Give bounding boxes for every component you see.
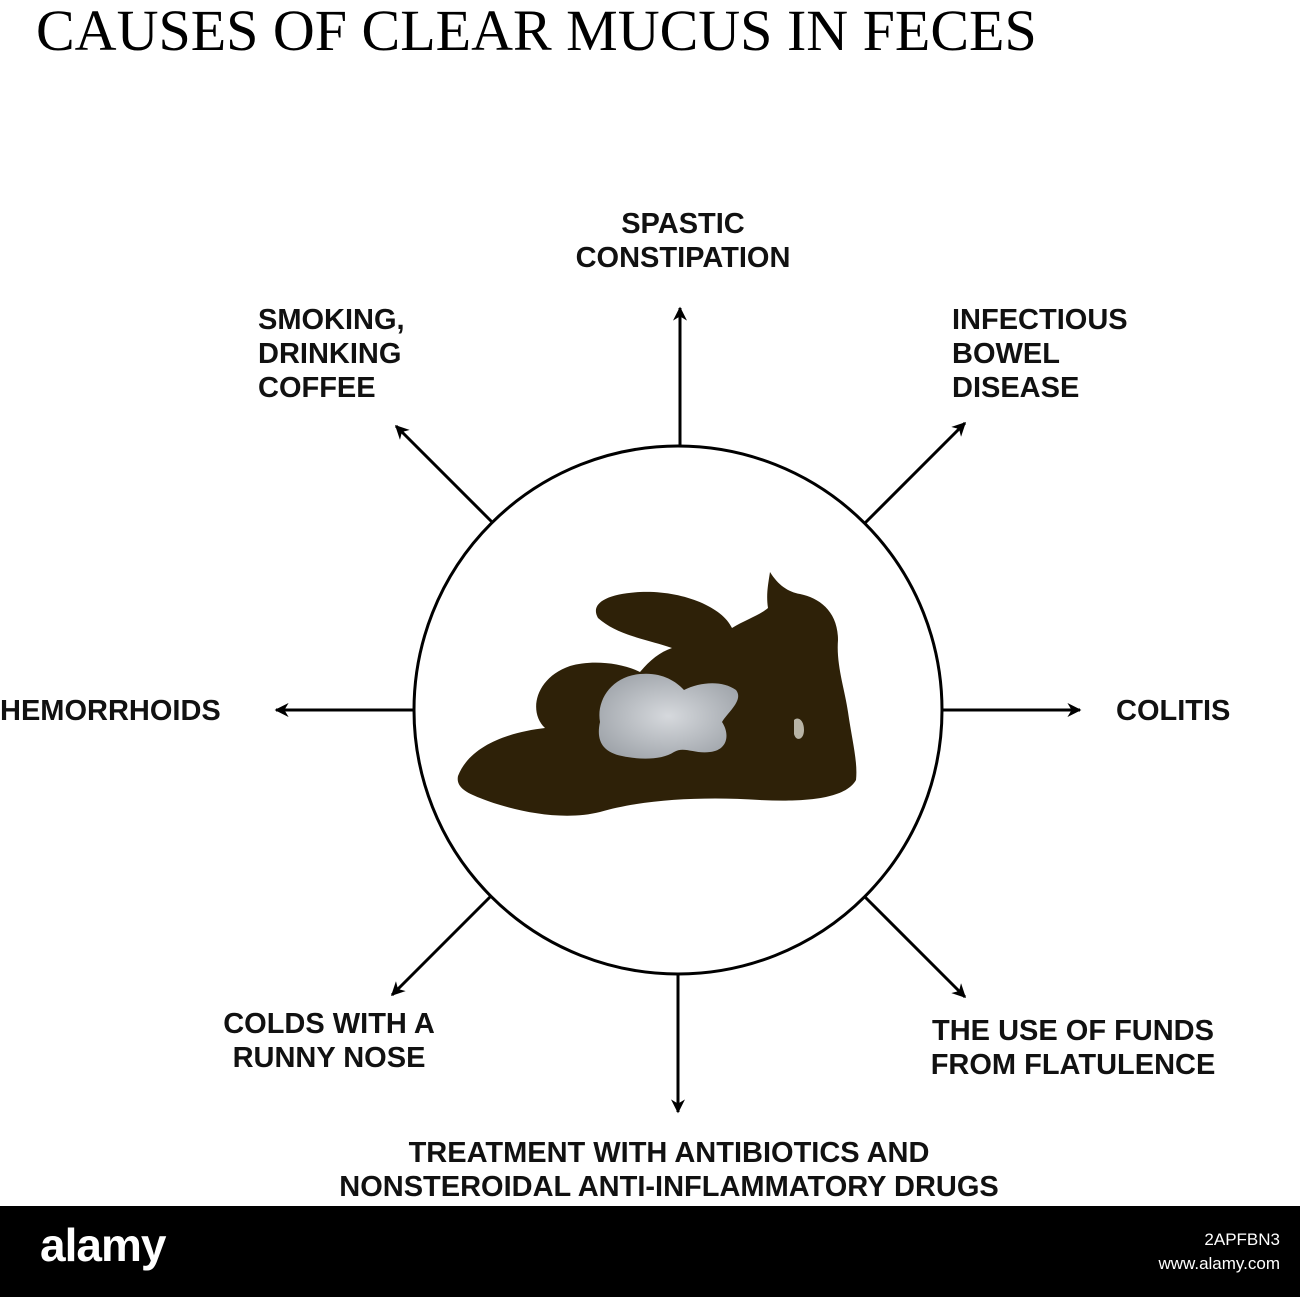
arrow-bottom-left <box>390 895 492 997</box>
label-smoking-coffee: SMOKING, DRINKING COFFEE <box>258 304 405 404</box>
arrow-top-left <box>394 424 494 524</box>
page-title: CAUSES OF CLEAR MUCUS IN FECES <box>36 0 1037 63</box>
image-id: 2APFBN3 <box>1204 1230 1280 1249</box>
arrow-top-right <box>863 421 967 525</box>
label-colds-runny-nose: COLDS WITH A RUNNY NOSE <box>223 1008 435 1074</box>
label-infectious-bowel-disease: INFECTIOUS BOWEL DISEASE <box>952 304 1128 404</box>
mucus-blob <box>598 673 739 759</box>
label-colitis: COLITIS <box>1116 695 1231 727</box>
site-url: www.alamy.com <box>1158 1254 1280 1273</box>
label-funds-from-flatulence: THE USE OF FUNDS FROM FLATULENCE <box>930 1015 1216 1081</box>
feces-highlight <box>794 718 804 739</box>
footer-bar <box>0 1206 1300 1297</box>
label-hemorrhoids: HEMORRHOIDS <box>0 695 221 727</box>
label-spastic-constipation: SPASTIC CONSTIPATION <box>575 208 791 274</box>
watermark-logo: alamy <box>40 1219 166 1271</box>
stock-image-info: 2APFBN3 www.alamy.com <box>1158 1228 1280 1276</box>
label-antibiotics-nsaids: TREATMENT WITH ANTIBIOTICS AND NONSTEROI… <box>339 1137 999 1203</box>
arrow-bottom-right <box>863 895 967 999</box>
